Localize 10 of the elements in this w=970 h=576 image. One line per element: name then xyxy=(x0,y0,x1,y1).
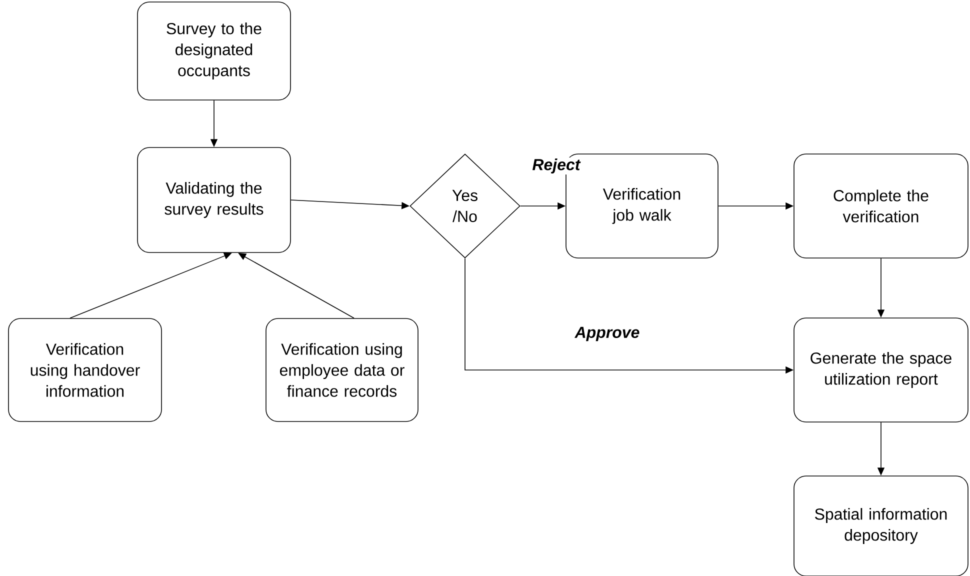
process-box: Verification using handover information xyxy=(8,318,162,422)
process-box: Verification using employee data or finance records xyxy=(266,318,418,422)
process-box: Spatial information depository xyxy=(794,476,968,576)
process-box: Validating the survey results xyxy=(137,147,291,253)
process-box: Generate the space utilization report xyxy=(794,318,968,422)
process-box: Survey to the designated occupants xyxy=(137,2,291,100)
edge-label: Approve xyxy=(574,326,641,342)
edge-label: Reject xyxy=(531,158,582,174)
process-box: Complete the verification xyxy=(794,154,968,258)
arrow xyxy=(238,252,354,318)
